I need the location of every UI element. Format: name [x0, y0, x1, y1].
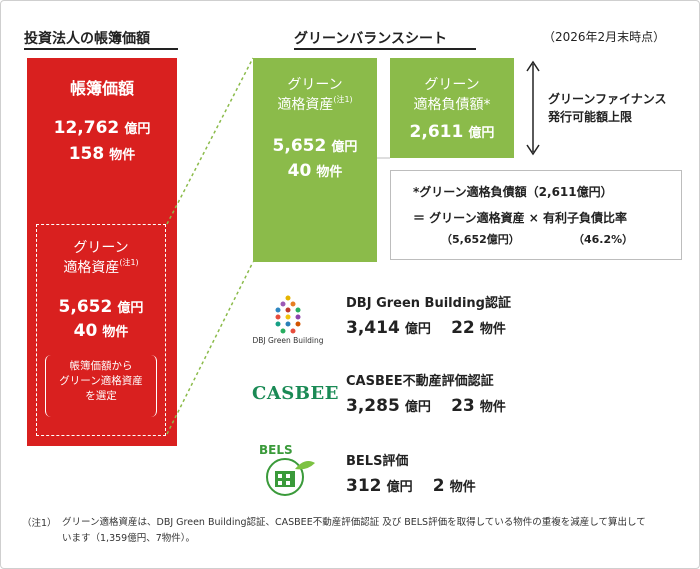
green-assets-amount: 5,652: [272, 136, 327, 156]
selection-line1: 帳簿価額から: [69, 360, 133, 372]
dbj-dots-icon: [275, 295, 301, 334]
capacity-arrow-up: [526, 60, 540, 72]
bels-amount: 312: [346, 476, 382, 496]
formula-line1: *グリーン適格負債額（2,611億円）: [413, 185, 613, 199]
green-liabilities-amount: 2,611: [409, 122, 464, 142]
selection-text: 帳簿価額から グリーン適格資産 を選定: [37, 359, 165, 404]
book-value-amount-unit: 億円: [124, 122, 151, 137]
green-assets-note-mark: (注1): [333, 95, 353, 104]
center-heading-underline: [294, 48, 476, 50]
bels-values: 312 億円 2 物件: [346, 476, 476, 496]
center-heading: グリーンバランスシート: [294, 31, 448, 47]
casbee-amount-unit: 億円: [404, 400, 431, 415]
left-green-count-unit: 物件: [102, 325, 129, 340]
dbj-name: DBJ Green Building認証: [346, 296, 511, 311]
dbj-amount: 3,414: [346, 318, 400, 338]
bels-logo: BELS: [255, 443, 321, 498]
bels-amount-unit: 億円: [386, 480, 413, 495]
formula-box: *グリーン適格負債額（2,611億円） ＝ グリーン適格資産 × 有利子負債比率…: [390, 170, 682, 260]
left-green-amount-row: 5,652 億円: [37, 297, 165, 317]
dbj-amount-unit: 億円: [404, 322, 431, 337]
left-green-title-line2-row: 適格資産(注1): [37, 257, 165, 277]
left-green-count: 40: [73, 321, 98, 341]
green-assets-count-row: 40 物件: [253, 161, 377, 181]
capacity-arrow-down: [526, 144, 540, 156]
footnote-text: グリーン適格資産は、DBJ Green Building認証、CASBEE不動産…: [62, 515, 688, 547]
book-value-title: 帳簿価額: [69, 79, 134, 98]
green-eligible-dashed-box: グリーン 適格資産(注1) 5,652 億円 40 物件 帳簿価額から グリーン…: [36, 224, 166, 436]
footnote-line2: います（1,359億円、7物件）。: [62, 533, 195, 544]
date-note: （2026年2月末時点）: [543, 30, 666, 44]
formula-line3b: （46.2%）: [573, 233, 634, 246]
bels-house-icon: [266, 458, 315, 496]
left-green-count-row: 40 物件: [37, 321, 165, 341]
dbj-count-unit: 物件: [479, 322, 506, 337]
left-green-title-line2: 適格資産: [63, 260, 120, 276]
left-heading: 投資法人の帳簿価額: [24, 31, 150, 47]
green-assets-amount-unit: 億円: [331, 140, 358, 155]
formula-line2: ＝ グリーン適格資産 × 有利子負債比率: [413, 211, 627, 225]
book-value-count: 158: [68, 144, 105, 164]
green-liabilities-block: グリーン 適格負債額* 2,611 億円: [390, 58, 514, 158]
dbj-logo-text: DBJ Green Building: [252, 336, 324, 345]
left-green-note-mark: (注1): [119, 258, 139, 267]
green-assets-amount-row: 5,652 億円: [253, 136, 377, 156]
selection-line3: を選定: [85, 390, 117, 402]
bels-count-unit: 物件: [449, 480, 476, 495]
green-liabilities-title-line2: 適格負債額*: [413, 97, 491, 113]
selection-bracket: [45, 355, 157, 417]
casbee-count: 23: [451, 396, 475, 416]
casbee-values: 3,285 億円 23 物件: [346, 396, 506, 416]
green-assets-block: グリーン 適格資産(注1) 5,652 億円 40 物件: [253, 58, 377, 262]
capacity-label-line1: グリーンファイナンス: [548, 92, 667, 106]
book-value-amount: 12,762: [53, 118, 120, 138]
dbj-logo: DBJ Green Building: [250, 290, 326, 350]
green-assets-title-line1: グリーン: [287, 77, 343, 93]
connector-top: [166, 57, 254, 225]
left-green-amount-unit: 億円: [117, 301, 144, 316]
selection-line2: グリーン適格資産: [59, 375, 143, 387]
book-value-amount-row: 12,762 億円: [27, 118, 177, 138]
casbee-name: CASBEE不動産評価認証: [346, 374, 494, 389]
dbj-values: 3,414 億円 22 物件: [346, 318, 506, 338]
casbee-count-unit: 物件: [479, 400, 506, 415]
casbee-logo: CASBEE: [252, 383, 339, 404]
casbee-amount: 3,285: [346, 396, 400, 416]
green-liabilities-amount-row: 2,611 億円: [390, 122, 514, 142]
left-heading-underline: [24, 48, 178, 50]
book-value-block: 帳簿価額 12,762 億円 158 物件 グリーン 適格資産(注1) 5,65…: [27, 58, 177, 446]
capacity-label: グリーンファイナンス 発行可能額上限: [548, 90, 667, 126]
green-assets-count: 40: [287, 161, 312, 181]
green-assets-title-line2: 適格資産: [277, 97, 334, 113]
footnote-line1: グリーン適格資産は、DBJ Green Building認証、CASBEE不動産…: [62, 517, 646, 528]
footnote-mark: （注1）: [22, 518, 57, 529]
book-value-count-row: 158 物件: [27, 144, 177, 164]
connector-bottom: [166, 261, 254, 435]
green-liabilities-title-line1: グリーン: [424, 77, 480, 93]
green-liabilities-amount-unit: 億円: [468, 126, 495, 141]
bels-logo-text: BELS: [259, 443, 293, 457]
green-assets-title-line2-row: 適格資産(注1): [253, 94, 377, 114]
left-green-title-line1: グリーン: [73, 240, 129, 256]
dbj-count: 22: [451, 318, 475, 338]
bels-name: BELS評価: [346, 454, 409, 469]
green-assets-count-unit: 物件: [316, 165, 343, 180]
capacity-label-line2: 発行可能額上限: [548, 110, 633, 124]
formula-line3a: （5,652億円）: [441, 233, 520, 246]
bels-count: 2: [432, 476, 445, 496]
left-green-amount: 5,652: [58, 297, 113, 317]
book-value-count-unit: 物件: [109, 148, 136, 163]
